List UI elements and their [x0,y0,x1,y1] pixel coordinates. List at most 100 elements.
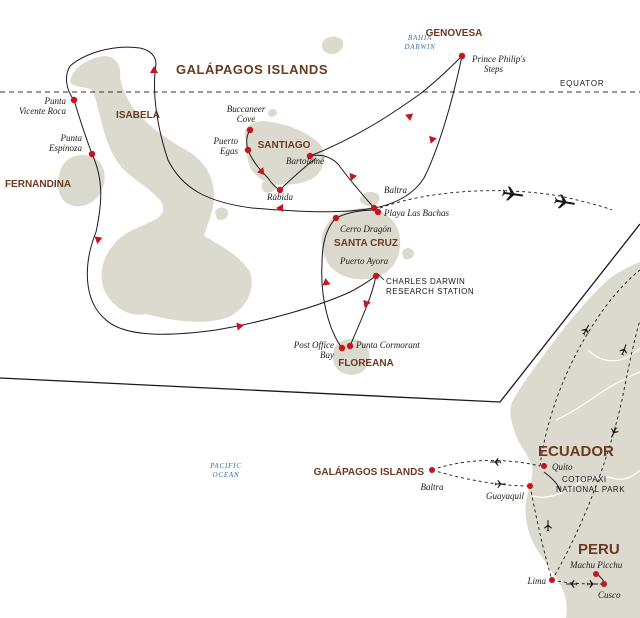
route-arrow-icon [150,66,158,73]
ecuador-label: ECUADOR [538,443,614,460]
airplane-icon [565,580,578,588]
quito-label: Quito [552,462,573,472]
islet-shape [268,109,277,117]
santa-cruz-island-shape [321,208,401,280]
stop-marker-icon [244,146,252,154]
northern-border [587,347,640,362]
route-arrow-icon [322,278,331,286]
callout-line [377,273,385,281]
isabela-label: ISABELA [116,110,160,121]
charles-darwin-station-label: CHARLES DARWIN [386,277,465,286]
south-america-shape [510,262,640,618]
airplane-icon [494,480,507,488]
punta-vicente-roca-label: Vicente Roca [19,106,67,116]
stop-marker-icon [541,463,547,469]
route-segment [349,275,377,347]
prince-philips-label: Prince Philip's [471,54,526,64]
cotopaxi-label: NATIONAL PARK [556,485,625,494]
prince-philips-label: Steps [484,64,503,74]
airplane-icon [489,458,502,466]
punta-espinoza-label: Espinoza [48,143,83,153]
punta-vicente-roca-label: Punta [44,96,67,106]
machu-picchu-label: Machu Picchu [569,560,623,570]
post-office-bay-label: Post Office [293,340,334,350]
fernandina-island-shape [58,154,105,207]
road-route [543,471,561,491]
flight-path [529,485,553,581]
stop-marker-icon [372,272,380,280]
stop-markers [70,52,607,587]
pacific-ocean-label: OCEAN [213,471,240,479]
santiago-label: SANTIAGO [258,140,311,151]
route-segment [309,55,463,157]
bartolome-label: Bartolomé [286,156,325,166]
land-masses [58,36,640,618]
puerto-egas-label: Egas [219,146,238,156]
bahia-darwin-label: BAHÍA [408,34,432,42]
mainland-baltra-label: Baltra [420,482,444,492]
route-arrow-icon [429,135,437,144]
stop-marker-icon [88,150,96,158]
flight-path [379,190,613,211]
stop-marker-icon [338,344,346,352]
route-segment [309,154,375,209]
airplane-icon [611,426,619,438]
route-arrow-icon [363,299,371,308]
route-arrows [94,66,437,331]
guayaquil-label: Guayaquil [486,491,524,501]
stop-marker-icon [346,342,354,350]
isabela-island-shape [70,56,252,322]
stop-marker-icon [70,96,78,104]
bahia-darwin-label: DARWIN [403,43,435,51]
punta-cormorant-label: Punta Cormorant [355,340,420,350]
stop-marker-icon [246,126,254,134]
flight-path [551,319,640,581]
flight-path [551,579,605,585]
route-arrow-icon [276,204,283,212]
stop-marker-icon [429,467,435,473]
stop-marker-icon [332,214,340,222]
baltra-island-shape [359,191,380,206]
route-segment [279,157,317,191]
map-title: GALÁPAGOS ISLANDS [176,62,328,77]
charles-darwin-station-label: RESEARCH STATION [386,287,474,296]
islet-shape [402,247,414,260]
cotopaxi-label: COTOPAXI [562,475,607,484]
route-segment [73,99,93,155]
flight-path [539,269,640,467]
puerto-ayora-label: Puerto Ayora [339,256,389,266]
stop-marker-icon [527,483,533,489]
airplane-icon [619,344,628,356]
santa-cruz-label: SANTA CRUZ [334,238,398,249]
lima-label: Lima [526,576,546,586]
puerto-egas-label: Puerto [213,136,239,146]
country-borders [531,347,640,498]
route-arrow-icon [94,236,103,244]
inset-frame [0,223,640,403]
stop-marker-icon [306,152,314,160]
baltra-label: Baltra [384,185,408,195]
cusco-label: Cusco [598,590,621,600]
punta-espinoza-label: Punta [60,133,83,143]
stop-marker-icon [549,577,555,583]
fernandina-label: FERNANDINA [5,179,71,190]
route-arrow-icon [236,322,244,331]
post-office-bay-label: Bay [320,350,334,360]
flight-path [431,459,541,471]
pacific-ocean-label: PACIFIC [209,462,242,470]
airplane-icon [553,194,575,209]
airplanes [489,186,628,588]
genovesa-island-shape [321,36,344,54]
map-labels: GALÁPAGOS ISLANDS EQUATOR BAHÍA DARWIN P… [5,28,625,600]
genovesa-label: GENOVESA [426,28,483,39]
colombia-border [555,371,640,421]
route-arrow-icon [257,167,265,176]
airplane-icon [544,519,552,532]
route-arrow-icon [349,172,357,181]
airplane-icon [586,580,599,588]
airplane-icon [501,186,524,201]
ecuador-peru-border [531,469,640,498]
equator-label: EQUATOR [560,79,604,88]
route-arrow-icon [405,113,414,121]
